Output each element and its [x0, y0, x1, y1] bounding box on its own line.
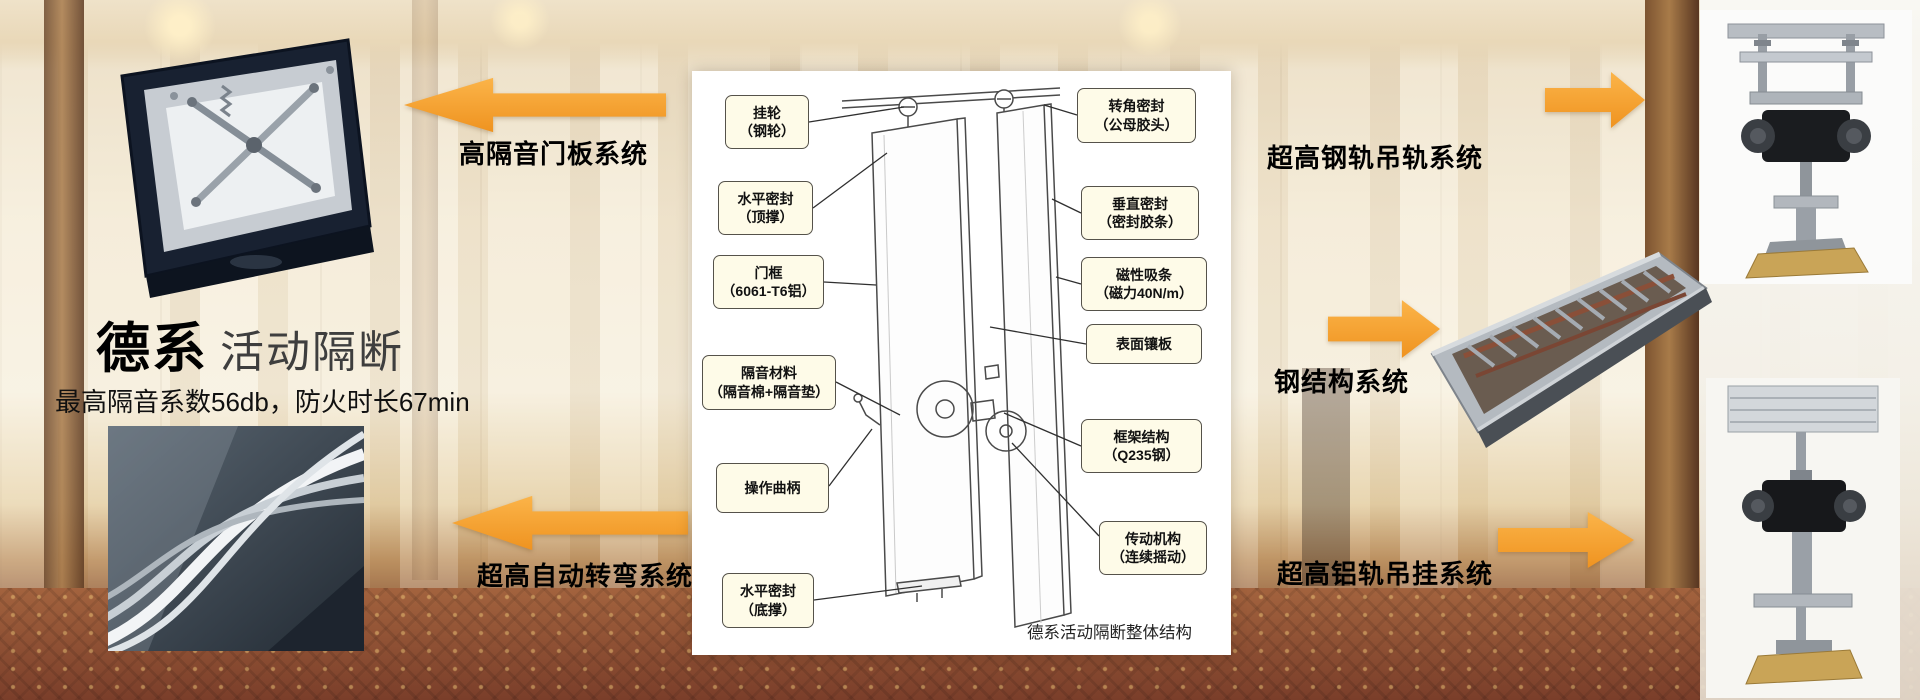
callout-acoustic-material: 隔音材料 （隔音棉+隔音垫）: [702, 355, 836, 410]
arrow-right-steel-rail-icon: [1545, 70, 1645, 130]
diagram-caption: 德系活动隔断整体结构: [1027, 624, 1192, 642]
doorway-opening: [1302, 368, 1350, 586]
door-panel-mechanism-illustration: [120, 38, 374, 298]
system-label-steel-rail: 超高钢轨吊轨系统: [1267, 143, 1484, 173]
callout-door-frame: 门框 （6061-T6铝）: [713, 255, 824, 309]
callout-leader-lines: [808, 104, 1100, 601]
curved-track-illustration: [108, 426, 364, 651]
callout-operating-crank: 操作曲柄: [716, 463, 829, 513]
callout-drive-mechanism: 传动机构 （连续摇动）: [1099, 521, 1207, 575]
system-label-steel-structure: 钢结构系统: [1274, 367, 1410, 397]
partition-structure-drawing: [808, 87, 1100, 628]
structure-diagram-panel: 挂轮 （钢轮） 水平密封 （顶撑） 门框 （6061-T6铝） 隔音材料 （隔音…: [692, 71, 1231, 655]
arrow-right-aluminum-rail-icon: [1498, 510, 1634, 570]
pillar-left: [44, 0, 84, 614]
steel-structure-frame-illustration: [1430, 251, 1712, 448]
callout-magnetic-strip: 磁性吸条 （磁力40N/m）: [1081, 257, 1207, 311]
system-label-auto-turn: 超高自动转弯系统: [477, 561, 694, 591]
steel-rail-trolley-photo: [1700, 10, 1912, 284]
system-label-aluminum-rail: 超高铝轨吊挂系统: [1277, 559, 1494, 589]
system-label-door-panel: 高隔音门板系统: [459, 139, 649, 169]
callout-bottom-seal: 水平密封 （底撑）: [722, 573, 814, 628]
product-title: 活动隔断: [220, 328, 404, 377]
callout-vertical-seal: 垂直密封 （密封胶条）: [1081, 186, 1199, 240]
brand-title: 德系: [96, 319, 208, 379]
steel-rail-trolley-illustration: [1700, 10, 1912, 284]
headline: 德系 活动隔断: [96, 304, 404, 383]
callout-top-seal: 水平密封 （顶撑）: [718, 181, 813, 235]
callout-hanging-wheel: 挂轮 （钢轮）: [725, 95, 809, 149]
arrow-left-door-panel-icon: [404, 76, 666, 134]
performance-tagline: 最高隔音系数56db，防火时长67min: [55, 387, 470, 417]
pillar-right: [1645, 0, 1699, 700]
curved-track-photo: [108, 426, 364, 651]
aluminum-rail-hanger-photo: [1706, 378, 1900, 698]
arrow-left-auto-turn-icon: [452, 494, 688, 552]
door-panel-mechanism-photo: [104, 30, 380, 298]
callout-frame-structure: 框架结构 （Q235钢）: [1081, 419, 1202, 473]
steel-structure-frame-photo: [1424, 236, 1714, 454]
arrow-right-steel-structure-icon: [1328, 298, 1440, 360]
callout-corner-seal: 转角密封 （公母胶头）: [1077, 88, 1196, 143]
aluminum-rail-hanger-illustration: [1706, 378, 1900, 698]
door-panels-drawing: [841, 87, 1072, 628]
callout-surface-panel: 表面镶板: [1086, 324, 1202, 364]
